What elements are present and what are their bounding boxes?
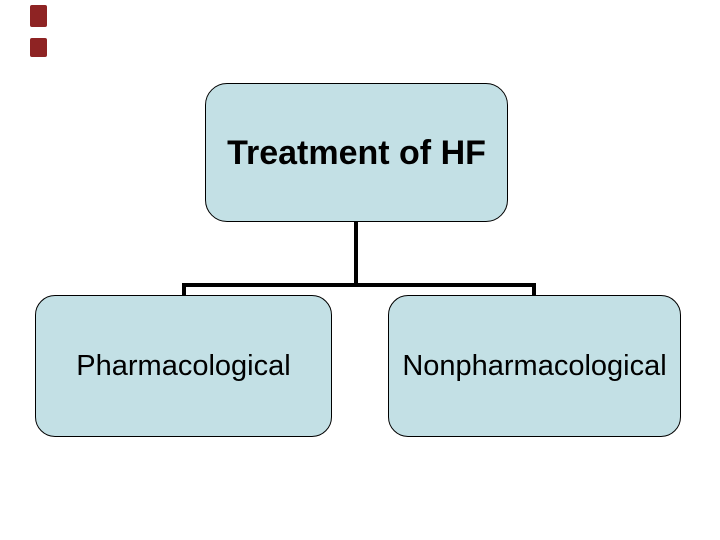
connector-crossbar — [182, 283, 536, 287]
node-pharmacological-label: Pharmacological — [76, 349, 291, 382]
connector-stub-right — [532, 283, 536, 296]
node-root-label: Treatment of HF — [227, 133, 486, 172]
template-accent-mark-top — [30, 5, 47, 27]
connector-stub-left — [182, 283, 186, 296]
node-nonpharmacological: Nonpharmacological — [388, 295, 681, 437]
template-accent-mark-bottom — [30, 38, 47, 57]
node-pharmacological: Pharmacological — [35, 295, 332, 437]
connector-root-stem — [354, 221, 358, 285]
node-nonpharmacological-label: Nonpharmacological — [402, 349, 667, 382]
node-treatment-of-hf: Treatment of HF — [205, 83, 508, 222]
